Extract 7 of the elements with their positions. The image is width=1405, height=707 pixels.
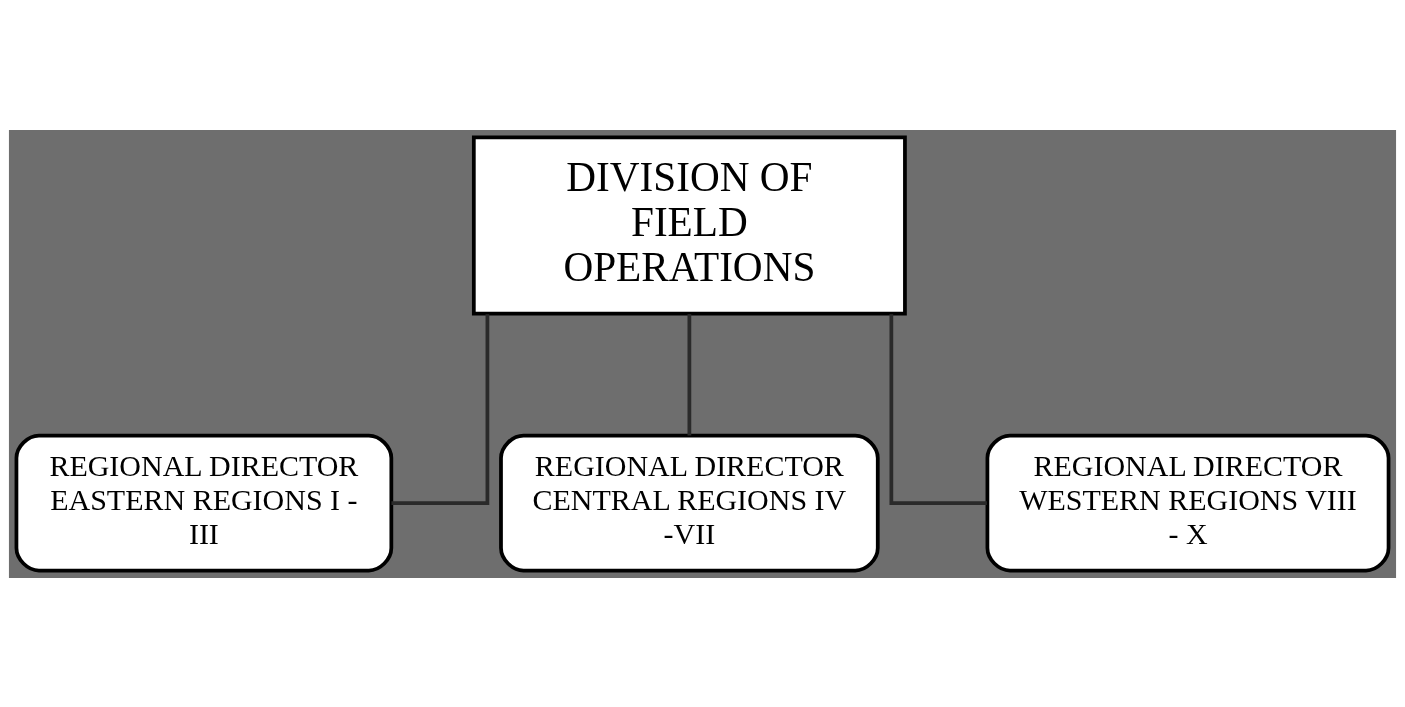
connector [391, 313, 490, 505]
node-box: REGIONAL DIRECTOR CENTRAL REGIONS IV -VII [499, 433, 880, 572]
node-box: DIVISION OF FIELD OPERATIONS [471, 135, 907, 316]
node-box: REGIONAL DIRECTOR WESTERN REGIONS VIII - X [985, 433, 1391, 572]
connector [687, 313, 692, 435]
node-box: REGIONAL DIRECTOR EASTERN REGIONS I - III [14, 433, 394, 572]
connector [889, 313, 987, 505]
